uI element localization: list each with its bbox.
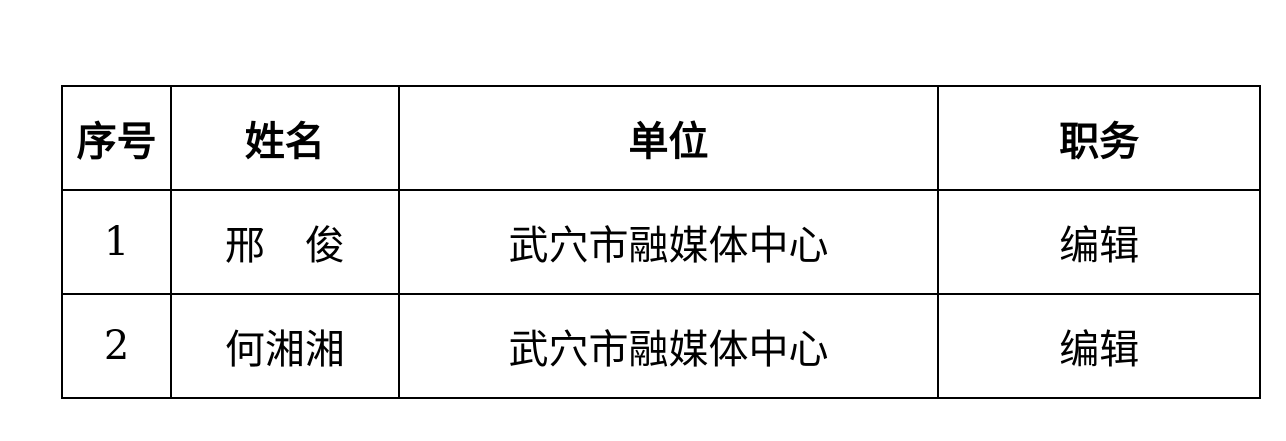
- table-row: 1 邢 俊 武穴市融媒体中心 编辑: [60, 189, 1261, 295]
- row-unit: 武穴市融媒体中心: [397, 189, 940, 295]
- header-name: 姓名: [170, 85, 400, 191]
- row-index: 2: [60, 293, 173, 399]
- header-index: 序号: [60, 85, 173, 191]
- row-unit: 武穴市融媒体中心: [397, 293, 940, 399]
- header-unit: 单位: [397, 85, 940, 191]
- table-header-row: 序号 姓名 单位 职务: [60, 85, 1261, 191]
- table-row: 2 何湘湘 武穴市融媒体中心 编辑: [60, 293, 1261, 399]
- row-name: 何湘湘: [170, 293, 400, 399]
- row-name: 邢 俊: [170, 189, 400, 295]
- header-position: 职务: [937, 85, 1261, 191]
- row-position: 编辑: [937, 189, 1261, 295]
- row-index: 1: [60, 189, 173, 295]
- personnel-table: 序号 姓名 单位 职务 1 邢 俊 武穴市融媒体中心 编辑 2 何湘湘 武穴市融…: [60, 85, 1261, 399]
- row-position: 编辑: [937, 293, 1261, 399]
